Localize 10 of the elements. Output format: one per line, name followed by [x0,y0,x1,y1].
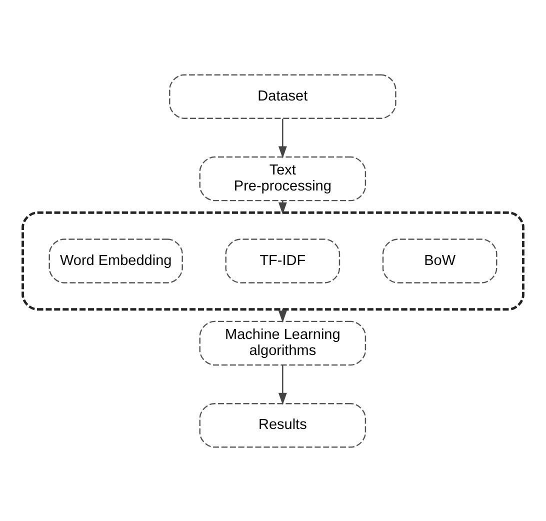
node-box: Machine Learning algorithms [199,320,366,366]
arrow [278,118,287,158]
arrow [278,364,287,404]
node-box: Results [199,402,366,448]
node-box: TF-IDF [225,238,340,283]
node-box: BoW [382,238,498,283]
node-box: Dataset [169,74,396,118]
arrow [278,200,287,214]
node-box: Text Pre-processing [199,156,366,201]
node-box: Word Embedding [48,238,183,283]
